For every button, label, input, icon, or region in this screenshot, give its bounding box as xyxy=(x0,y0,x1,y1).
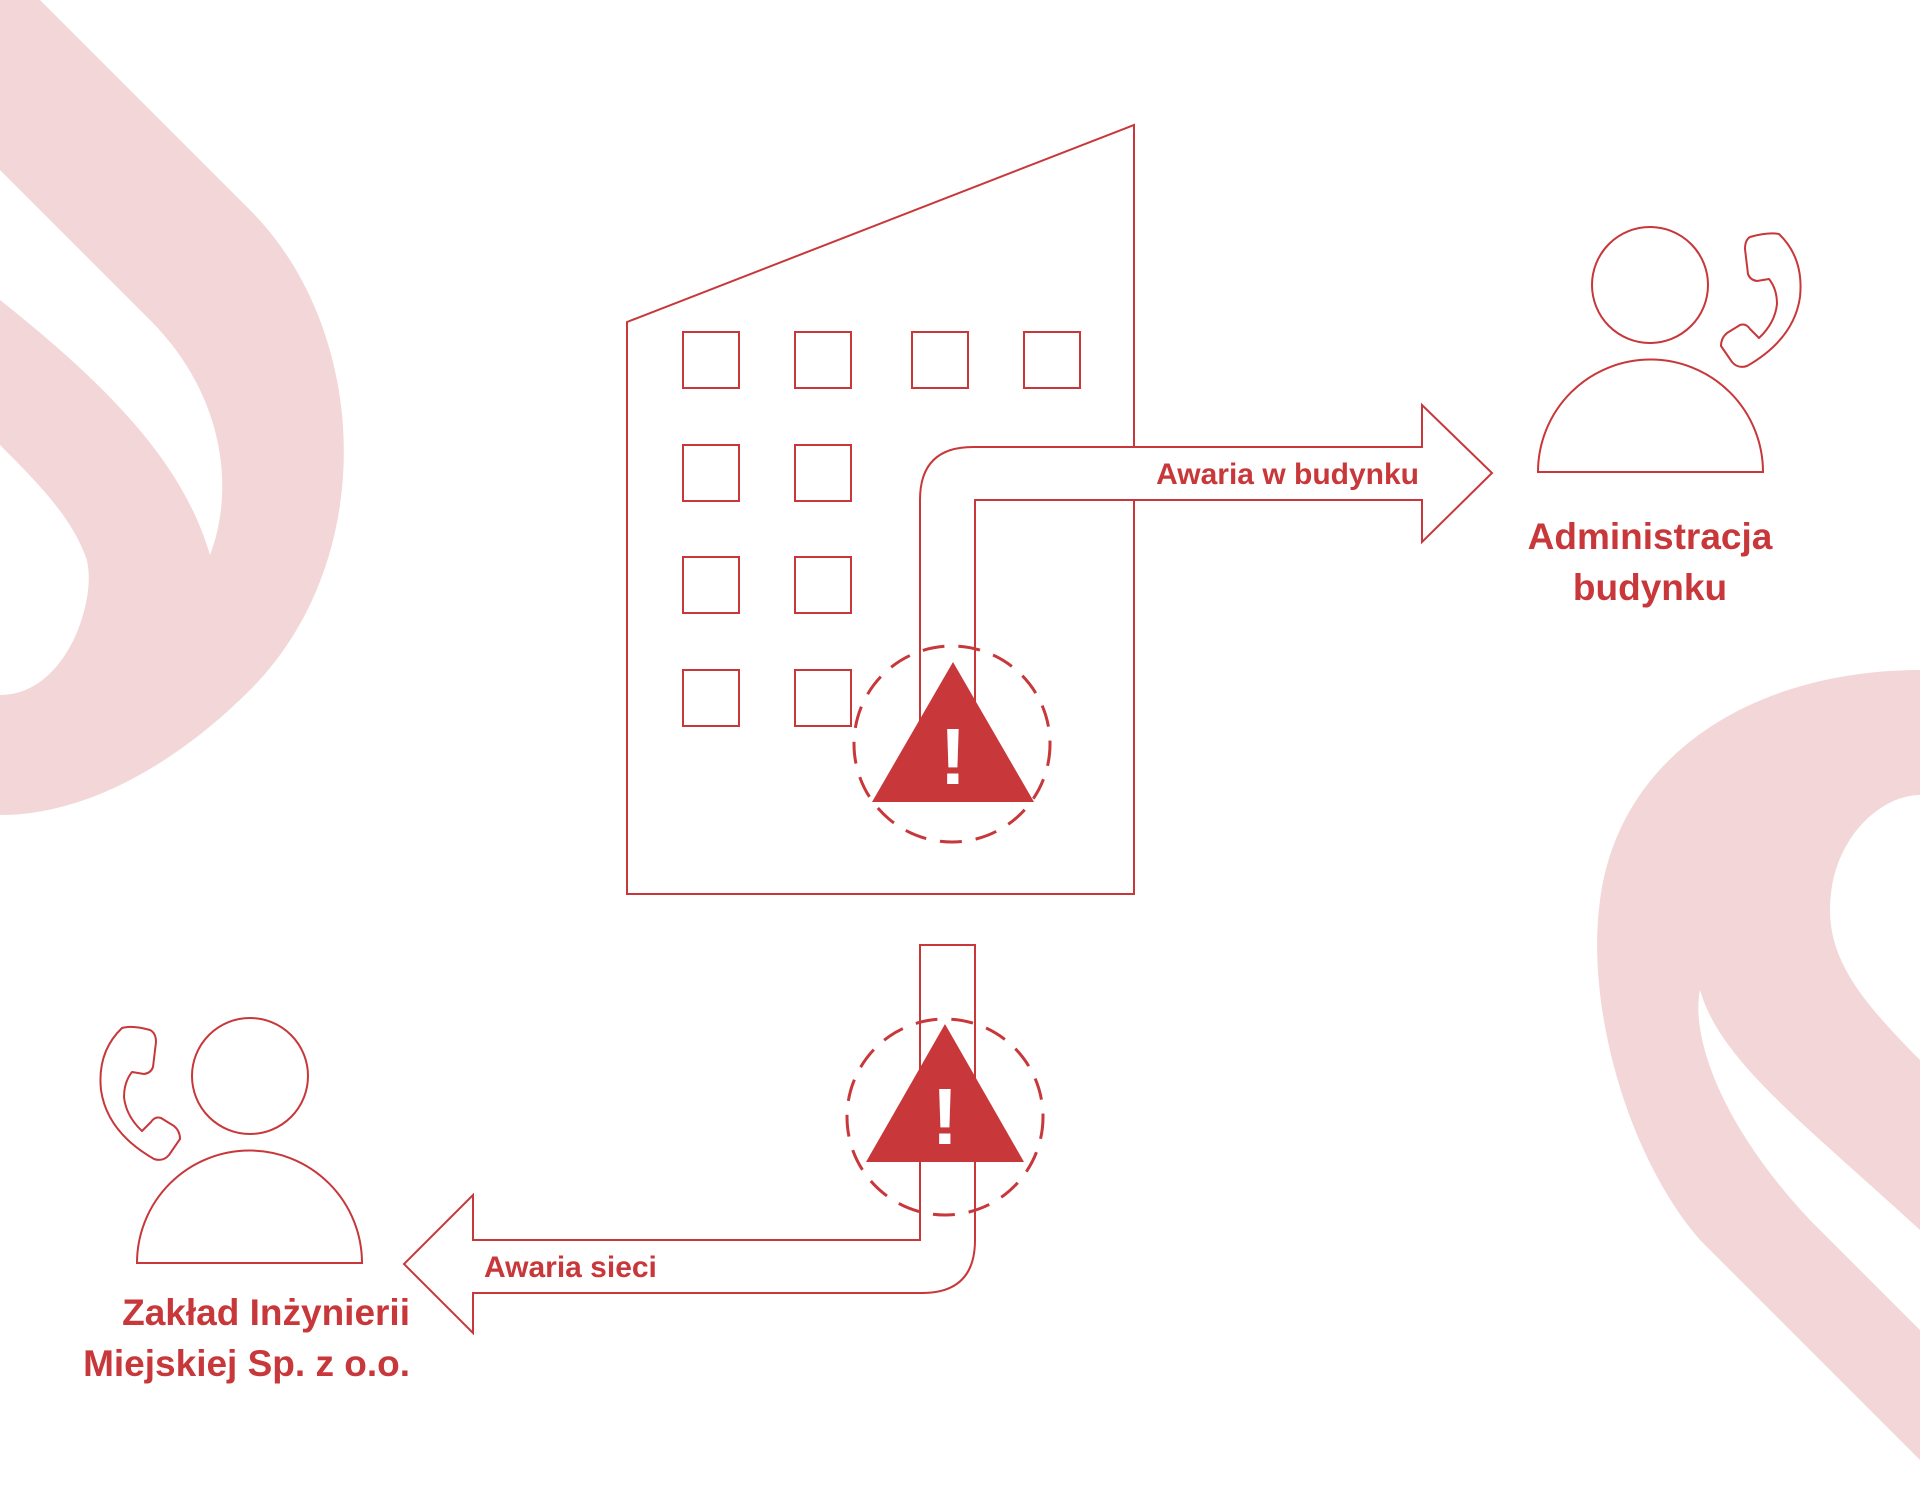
window xyxy=(682,556,740,614)
window xyxy=(794,331,852,389)
person-admin-icon xyxy=(1536,226,1802,473)
arrow-network-failure xyxy=(402,944,976,1336)
window xyxy=(911,331,969,389)
building-windows xyxy=(682,331,1081,727)
person-body xyxy=(1536,358,1765,473)
person-head xyxy=(1591,226,1709,344)
phone-icon xyxy=(1720,232,1802,368)
building-icon xyxy=(626,123,1135,895)
person-head xyxy=(191,1017,309,1135)
admin-label-line1: Administracja xyxy=(1528,516,1773,557)
warning-triangle-icon xyxy=(872,662,1034,802)
window xyxy=(794,669,852,727)
window xyxy=(1023,331,1081,389)
utility-label-line2: Miejskiej Sp. z o.o. xyxy=(83,1343,410,1384)
window xyxy=(682,331,740,389)
decor-swoosh-bottom-right xyxy=(1597,670,1920,1460)
decor-swoosh-top-left-inner xyxy=(0,170,223,555)
window xyxy=(682,669,740,727)
utility-label-line1: Zakład Inżynierii xyxy=(122,1292,410,1333)
person-body xyxy=(135,1149,364,1264)
warning-dashed-circle xyxy=(845,1017,1045,1217)
warning-exclamation: ! xyxy=(940,712,967,801)
building-outline xyxy=(626,123,1135,895)
window xyxy=(794,556,852,614)
arrow-building-failure xyxy=(919,402,1494,760)
admin-label-line2: budynku xyxy=(1573,567,1727,608)
warning-building: ! xyxy=(852,644,1052,844)
label-network-failure: Awaria sieci xyxy=(484,1251,657,1284)
window xyxy=(794,444,852,502)
label-building-failure: Awaria w budynku xyxy=(1156,458,1419,491)
window xyxy=(682,444,740,502)
person-utility-icon xyxy=(99,1017,364,1264)
phone-icon xyxy=(99,1025,181,1161)
warning-network: ! xyxy=(845,1017,1045,1217)
warning-dashed-circle xyxy=(852,644,1052,844)
warning-triangle-icon xyxy=(866,1024,1024,1162)
warning-exclamation: ! xyxy=(932,1072,959,1161)
